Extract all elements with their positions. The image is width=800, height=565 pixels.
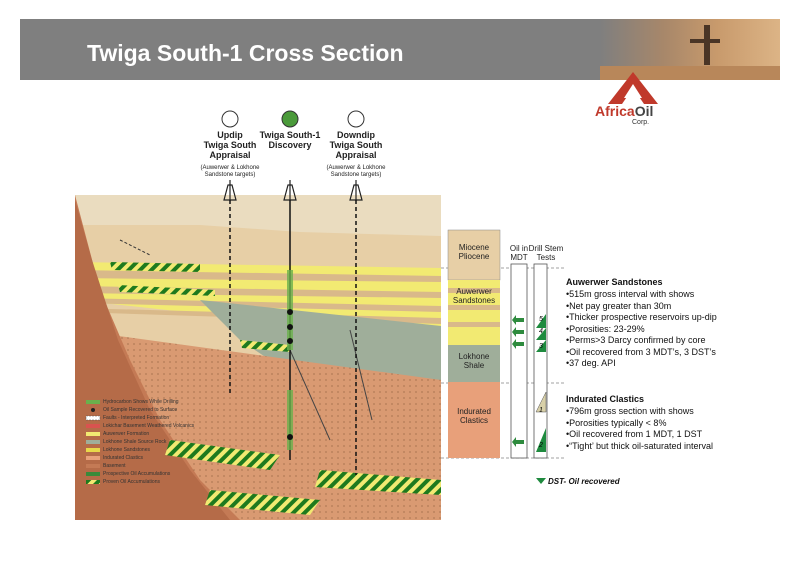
auwerwer-bullet: •Perms>3 Darcy confirmed by core <box>566 335 706 345</box>
well-downdip-line2: Twiga South <box>329 140 383 150</box>
well-updip-note1: (Auwerwer & Lokhone <box>200 165 260 171</box>
dst-column-header: Drill Stem Tests <box>528 244 564 262</box>
oil-sample-marker-icon <box>287 434 293 440</box>
strat-label-auwerwer: Auwerwer Sandstones <box>448 287 500 305</box>
strat-column <box>447 229 501 458</box>
dst-oil-triangle-icon <box>536 340 546 352</box>
well-updip-line1: Updip <box>217 130 243 140</box>
legend-item: Lokhone Shale Source Rock <box>103 439 167 445</box>
well-downdip-line3: Appraisal <box>335 150 377 160</box>
auwerwer-heading: Auwerwer Sandstones <box>566 277 663 287</box>
derrick-discovery-icon <box>283 180 297 201</box>
well-updip-line2: Twiga South <box>203 140 257 150</box>
well-note-downdip: (Auwerwer & Lokhone Sandstone targets) <box>314 165 398 179</box>
strat-auwerwer-line2: Sandstones <box>452 296 496 305</box>
shows-interval-lower <box>287 390 293 450</box>
dst-number: 5 <box>539 316 543 323</box>
auwerwer-bullet: •Oil recovered from 3 MDT’s, 3 DST’s <box>566 346 716 357</box>
africa-oil-logo <box>608 72 658 104</box>
well-downdip-line1: Downdip <box>337 130 375 140</box>
logo-brand-a: Africa <box>595 103 635 119</box>
drilling-rig-photo <box>600 19 780 80</box>
well-note-updip: (Auwerwer & Lokhone Sandstone targets) <box>188 165 272 179</box>
legend-item: Faults - Interpreted Formation <box>103 415 170 421</box>
legend-item: Prospective Oil Accumulations <box>103 471 171 477</box>
well-discovery-symbol-icon <box>281 110 299 128</box>
indurated-bullet: •796m gross section with shows <box>566 406 694 416</box>
indurated-bullets: •796m gross section with shows •Porositi… <box>566 406 713 452</box>
well-downdip-note2: Sandstone targets) <box>330 172 382 178</box>
legend-item: Oil Sample Recovered to Surface <box>103 407 178 413</box>
indurated-bullet: •Porosities typically < 8% <box>566 417 667 428</box>
auwerwer-bullets: •515m gross interval with shows •Net pay… <box>566 289 717 370</box>
auwerwer-bullet: •515m gross interval with shows <box>566 289 695 299</box>
well-downdip-note1: (Auwerwer & Lokhone <box>326 165 386 171</box>
strat-label-miocene: Miocene Pliocene <box>448 243 500 261</box>
indurated-bullet: •Oil recovered from 1 MDT, 1 DST <box>566 429 703 439</box>
mdt-header-line1: Oil in <box>509 244 529 253</box>
indurated-bullet: •“Tight’ but thick oil-saturated interva… <box>566 440 714 451</box>
auwerwer-bullet: •Thicker prospective reservoirs up-dip <box>566 312 717 322</box>
legend-item: Auwerwer Formation <box>103 431 150 437</box>
dst-column <box>533 263 548 459</box>
strat-miocene-line2: Pliocene <box>458 252 490 261</box>
dst-number: 1 <box>539 407 543 414</box>
legend-item: Lokichar Basement Weathered Volcanics <box>103 423 195 429</box>
well-label-discovery: Twiga South-1 Discovery <box>250 130 330 150</box>
dst-triangle-icon <box>535 391 547 413</box>
derrick-updip-icon <box>223 180 237 201</box>
well-downdip-symbol-icon <box>347 110 365 128</box>
strat-label-lokhone: Lokhone Shale <box>448 352 500 370</box>
dst-oil-triangle-icon <box>536 428 546 452</box>
auwerwer-bullet: •Porosities: 23-29% <box>566 323 645 334</box>
strat-label-indurated: Indurated Clastics <box>448 407 500 425</box>
dst-header-line1: Drill Stem <box>528 244 564 253</box>
oil-sample-marker-icon <box>287 338 293 344</box>
strat-auwerwer-line1: Auwerwer <box>456 287 492 296</box>
logo-wordmark: AfricaOil <box>595 103 653 119</box>
dst-header-line2: Tests <box>536 253 556 262</box>
well-discovery-line2: Discovery <box>268 140 312 150</box>
logo-corp: Corp. <box>632 119 650 126</box>
dst-number: 3 <box>539 343 543 350</box>
dst-number: 4 <box>539 328 543 335</box>
mdt-header-line2: MDT <box>510 253 528 262</box>
well-discovery-line1: Twiga South-1 <box>259 130 321 140</box>
strat-miocene-line1: Miocene <box>458 243 490 252</box>
well-label-updip: Updip Twiga South Appraisal <box>190 130 270 160</box>
well-updip-note2: Sandstone targets) <box>204 172 256 178</box>
page-title: Twiga South-1 Cross Section <box>87 40 404 66</box>
legend-item: Basement <box>103 463 126 469</box>
title-banner <box>20 19 780 80</box>
mdt-column <box>510 263 528 459</box>
legend-item: Proven Oil Accumulations <box>103 479 160 485</box>
strat-lokhone-line2: Shale <box>463 361 485 370</box>
strat-indurated-line1: Indurated <box>457 407 491 416</box>
legend-item: Lokhone Sandstones <box>103 447 150 453</box>
strat-indurated-line2: Clastics <box>459 416 488 425</box>
geologic-section <box>75 195 441 520</box>
well-label-downdip: Downdip Twiga South Appraisal <box>316 130 396 160</box>
oil-sample-marker-icon <box>287 324 293 330</box>
auwerwer-bullet: •37 deg. API <box>566 358 616 368</box>
oil-sample-marker-icon <box>287 309 293 315</box>
dst-oil-triangle-icon <box>536 328 546 340</box>
dst-number: 2 <box>539 442 543 449</box>
auwerwer-bullet: •Net pay greater than 30m <box>566 300 672 311</box>
well-updip-line3: Appraisal <box>209 150 251 160</box>
legend-swatches <box>85 400 101 484</box>
mdt-oil-arrows <box>512 315 524 447</box>
logo-brand-b: Oil <box>634 103 654 119</box>
dst-legend-icon <box>536 478 546 484</box>
legend-item: Hydrocarbon Shows While Drilling <box>103 399 179 405</box>
well-updip-symbol-icon <box>221 110 239 128</box>
strat-lokhone-line1: Lokhone <box>458 352 490 361</box>
indurated-heading: Indurated Clastics <box>566 394 645 404</box>
legend-item: Indurated Clastics <box>103 455 144 461</box>
derrick-downdip-icon <box>349 180 363 201</box>
dst-oil-triangle-icon <box>536 314 546 328</box>
mdt-column-header: Oil in MDT <box>506 244 532 262</box>
dst-legend-label: DST- Oil recovered <box>548 477 620 486</box>
